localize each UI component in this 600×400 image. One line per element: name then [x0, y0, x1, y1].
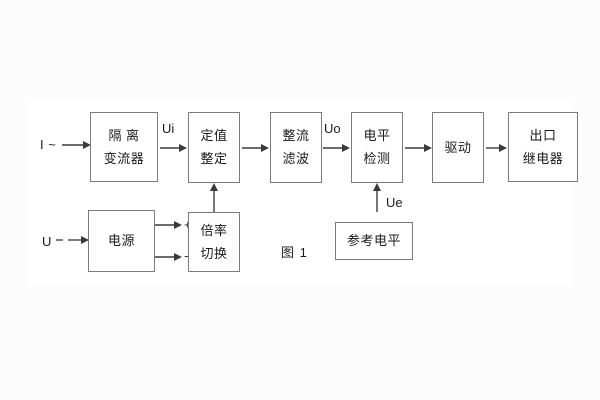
block-isolation-transformer-line-2: 变流器 — [103, 150, 145, 166]
block-isolation-transformer-line-1: 隔 离 — [108, 127, 140, 143]
block-drive[interactable]: 驱动 — [432, 112, 484, 183]
input-voltage-label: U — [42, 234, 52, 249]
block-rectify-filter-line-2: 滤波 — [282, 151, 310, 166]
block-rectify-filter[interactable]: 整流 滤波 — [270, 112, 322, 183]
block-output-relay-line-1: 出口 — [529, 127, 557, 143]
block-setting-adjust[interactable]: 定值 整定 — [188, 112, 240, 183]
connector-setting-to-rectify — [242, 144, 269, 152]
connector-level-detect-to-drive — [405, 144, 432, 152]
block-multiplier-switch-line-1: 倍率 — [200, 222, 228, 238]
connector-reference-to-level-detect — [373, 183, 381, 212]
block-level-detect[interactable]: 电平 检测 — [351, 112, 403, 183]
block-level-detect-line-2: 检测 — [363, 151, 391, 166]
block-rectify-filter-line-1: 整流 — [282, 128, 310, 144]
block-power-supply[interactable]: 电源 — [88, 210, 155, 272]
signal-ue-label: Ue — [386, 195, 403, 210]
connector-rectify-to-level-detect — [323, 144, 350, 152]
signal-ui-label: Ui — [162, 121, 175, 136]
input-current-label: I ~ — [40, 137, 57, 152]
connector-drive-to-output-relay — [486, 144, 507, 152]
figure-caption: 图 1 — [281, 245, 308, 260]
block-setting-adjust-line-1: 定值 — [200, 128, 228, 144]
block-reference-level-line-1: 参考电平 — [346, 233, 401, 249]
block-setting-adjust-line-2: 整定 — [200, 151, 228, 166]
block-power-supply-line-1: 电源 — [107, 233, 135, 249]
block-isolation-transformer[interactable]: 隔 离 变流器 — [90, 112, 158, 182]
block-output-relay-line-2: 继电器 — [522, 150, 564, 166]
block-reference-level[interactable]: 参考电平 — [335, 222, 413, 260]
connector-multiplier-to-setting — [210, 183, 218, 212]
block-multiplier-switch[interactable]: 倍率 切换 — [188, 212, 240, 272]
block-output-relay[interactable]: 出口 继电器 — [508, 112, 578, 182]
connector-input-to-isolation — [62, 141, 91, 149]
connector-isolation-to-setting — [160, 144, 187, 152]
connector-power-supply-negative-rail — [155, 253, 182, 261]
block-level-detect-line-1: 电平 — [363, 128, 391, 144]
connector-input-to-power-supply — [56, 236, 89, 244]
signal-uo-label: Uo — [324, 121, 341, 136]
block-drive-line-1: 驱动 — [444, 139, 472, 155]
connector-power-supply-positive-rail — [155, 221, 182, 229]
block-multiplier-switch-line-2: 切换 — [200, 245, 228, 261]
